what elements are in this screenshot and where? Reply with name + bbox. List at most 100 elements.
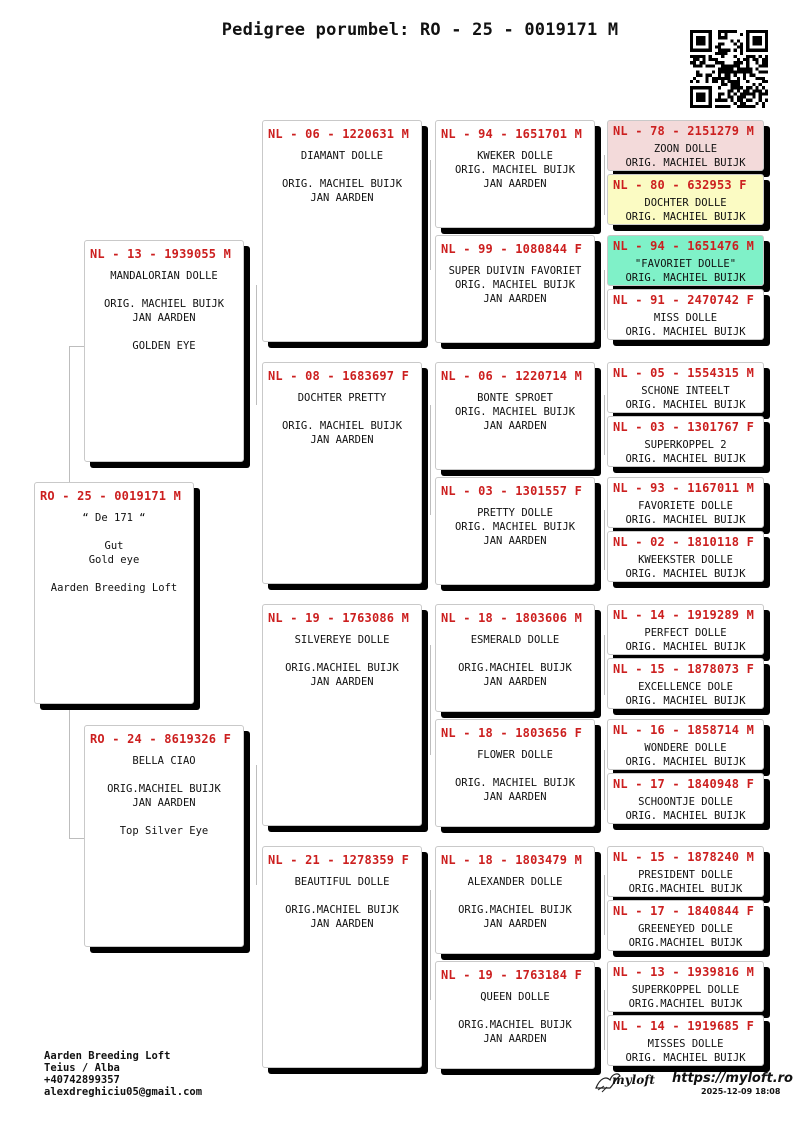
pedigree-card-gen3[interactable]: NL - 03 - 1301557 F PRETTY DOLLE ORIG. M…	[435, 477, 595, 585]
pedigree-card-gen3[interactable]: NL - 18 - 1803479 M ALEXANDER DOLLE ORIG…	[435, 846, 595, 954]
connector-line	[604, 990, 605, 1050]
ring-number: NL - 05 - 1554315 M	[613, 366, 755, 380]
pigeon-info: EXCELLENCE DOLE ORIG. MACHIEL BUIJK	[625, 681, 746, 707]
pigeon-info: DOCHTER DOLLE ORIG. MACHIEL BUIJK	[625, 197, 746, 223]
pigeon-info: “ De 171 “ Gut Gold eye Aarden Breeding …	[50, 512, 178, 594]
pedigree-card-gen2[interactable]: NL - 06 - 1220631 M DIAMANT DOLLE ORIG. …	[262, 120, 422, 342]
ring-number: NL - 16 - 1858714 M	[613, 723, 755, 737]
connector-line	[430, 160, 431, 270]
pigeon-logo-icon	[595, 1073, 621, 1093]
connector-line	[604, 155, 605, 215]
ring-number: NL - 94 - 1651476 M	[613, 239, 755, 253]
ring-number: NL - 06 - 1220714 M	[441, 369, 583, 383]
pigeon-info: FAVORIETE DOLLE ORIG. MACHIEL BUIJK	[625, 500, 746, 526]
qr-code-icon	[690, 30, 768, 108]
pedigree-card-gen4[interactable]: NL - 93 - 1167011 M FAVORIETE DOLLE ORIG…	[607, 477, 764, 528]
pedigree-card-subject[interactable]: RO - 25 - 0019171 M “ De 171 “ Gut Gold …	[34, 482, 194, 704]
ring-number: NL - 02 - 1810118 F	[613, 535, 755, 549]
pedigree-card-gen4[interactable]: NL - 02 - 1810118 F KWEEKSTER DOLLE ORIG…	[607, 531, 764, 582]
ring-number: NL - 15 - 1878240 M	[613, 850, 755, 864]
ring-number: RO - 25 - 0019171 M	[40, 489, 182, 503]
pigeon-info: BONTE SPROET ORIG. MACHIEL BUIJK JAN AAR…	[454, 392, 576, 432]
pigeon-info: FLOWER DOLLE ORIG. MACHIEL BUIJK JAN AAR…	[454, 749, 576, 803]
pigeon-info: BEAUTIFUL DOLLE ORIG.MACHIEL BUIJK JAN A…	[285, 876, 399, 930]
pedigree-card-gen3[interactable]: NL - 18 - 1803656 F FLOWER DOLLE ORIG. M…	[435, 719, 595, 827]
ring-number: NL - 80 - 632953 F	[613, 178, 747, 192]
pigeon-info: ZOON DOLLE ORIG. MACHIEL BUIJK	[625, 143, 746, 169]
pedigree-card-dam[interactable]: RO - 24 - 8619326 F BELLA CIAO ORIG.MACH…	[84, 725, 244, 947]
pedigree-card-gen3[interactable]: NL - 06 - 1220714 M BONTE SPROET ORIG. M…	[435, 362, 595, 470]
pedigree-card-gen4[interactable]: NL - 14 - 1919289 M PERFECT DOLLE ORIG. …	[607, 604, 764, 655]
connector-line	[256, 765, 257, 885]
pedigree-card-gen4[interactable]: NL - 05 - 1554315 M SCHONE INTEELT ORIG.…	[607, 362, 764, 413]
ring-number: NL - 13 - 1939055 M	[90, 247, 232, 261]
ring-number: NL - 94 - 1651701 M	[441, 127, 583, 141]
pigeon-info: PERFECT DOLLE ORIG. MACHIEL BUIJK	[625, 627, 746, 653]
pigeon-info: SCHOONTJE DOLLE ORIG. MACHIEL BUIJK	[625, 796, 746, 822]
pedigree-card-gen3[interactable]: NL - 19 - 1763184 F QUEEN DOLLE ORIG.MAC…	[435, 961, 595, 1069]
pigeon-info: SCHONE INTEELT ORIG. MACHIEL BUIJK	[625, 385, 746, 411]
connector-line	[69, 838, 85, 839]
pigeon-info: GREENEYED DOLLE ORIG.MACHIEL BUIJK	[628, 923, 743, 949]
pedigree-card-gen4[interactable]: NL - 78 - 2151279 M ZOON DOLLE ORIG. MAC…	[607, 120, 764, 171]
ring-number: NL - 03 - 1301767 F	[613, 420, 755, 434]
connector-line	[604, 875, 605, 935]
pigeon-info: DIAMANT DOLLE ORIG. MACHIEL BUIJK JAN AA…	[281, 150, 403, 204]
pigeon-info: KWEKER DOLLE ORIG. MACHIEL BUIJK JAN AAR…	[454, 150, 576, 190]
pedigree-card-gen4[interactable]: NL - 13 - 1939816 M SUPERKOPPEL DOLLE OR…	[607, 961, 764, 1012]
pedigree-card-gen4[interactable]: NL - 15 - 1878073 F EXCELLENCE DOLE ORIG…	[607, 658, 764, 709]
ring-number: NL - 17 - 1840844 F	[613, 904, 755, 918]
pedigree-card-gen2[interactable]: NL - 08 - 1683697 F DOCHTER PRETTY ORIG.…	[262, 362, 422, 584]
pigeon-info: KWEEKSTER DOLLE ORIG. MACHIEL BUIJK	[625, 554, 746, 580]
ring-number: NL - 18 - 1803656 F	[441, 726, 583, 740]
pigeon-info: ESMERALD DOLLE ORIG.MACHIEL BUIJK JAN AA…	[458, 634, 572, 688]
owner-contact: Aarden Breeding Loft Teius / Alba +40742…	[44, 1050, 203, 1098]
pigeon-info: SILVEREYE DOLLE ORIG.MACHIEL BUIJK JAN A…	[285, 634, 399, 688]
pigeon-info: "FAVORIET DOLLE" ORIG. MACHIEL BUIJK	[625, 258, 746, 284]
connector-line	[604, 635, 605, 695]
ring-number: NL - 78 - 2151279 M	[613, 124, 755, 138]
ring-number: NL - 99 - 1080844 F	[441, 242, 583, 256]
pedigree-card-gen2[interactable]: NL - 21 - 1278359 F BEAUTIFUL DOLLE ORIG…	[262, 846, 422, 1068]
pedigree-card-gen2[interactable]: NL - 19 - 1763086 M SILVEREYE DOLLE ORIG…	[262, 604, 422, 826]
pedigree-card-gen4[interactable]: NL - 14 - 1919685 F MISSES DOLLE ORIG. M…	[607, 1015, 764, 1066]
ring-number: NL - 19 - 1763184 F	[441, 968, 583, 982]
ring-number: NL - 15 - 1878073 F	[613, 662, 755, 676]
pedigree-card-gen3[interactable]: NL - 94 - 1651701 M KWEKER DOLLE ORIG. M…	[435, 120, 595, 228]
ring-number: NL - 21 - 1278359 F	[268, 853, 410, 867]
connector-line	[430, 890, 431, 1000]
connector-line	[430, 405, 431, 515]
pigeon-info: PRESIDENT DOLLE ORIG.MACHIEL BUIJK	[628, 869, 743, 895]
ring-number: NL - 18 - 1803479 M	[441, 853, 583, 867]
pigeon-info: DOCHTER PRETTY ORIG. MACHIEL BUIJK JAN A…	[281, 392, 403, 446]
connector-line	[604, 395, 605, 455]
pigeon-info: PRETTY DOLLE ORIG. MACHIEL BUIJK JAN AAR…	[454, 507, 576, 547]
pedigree-card-gen4[interactable]: NL - 80 - 632953 F DOCHTER DOLLE ORIG. M…	[607, 174, 764, 225]
pedigree-card-gen4[interactable]: NL - 15 - 1878240 M PRESIDENT DOLLE ORIG…	[607, 846, 764, 897]
pedigree-card-gen4[interactable]: NL - 03 - 1301767 F SUPERKOPPEL 2 ORIG. …	[607, 416, 764, 467]
pigeon-info: SUPERKOPPEL DOLLE ORIG.MACHIEL BUIJK	[628, 984, 743, 1010]
site-link[interactable]: https://myloft.ro	[672, 1071, 793, 1086]
ring-number: NL - 14 - 1919289 M	[613, 608, 755, 622]
ring-number: NL - 19 - 1763086 M	[268, 611, 410, 625]
pedigree-card-gen4[interactable]: NL - 17 - 1840948 F SCHOONTJE DOLLE ORIG…	[607, 773, 764, 824]
ring-number: NL - 91 - 2470742 F	[613, 293, 755, 307]
page-title: Pedigree porumbel: RO - 25 - 0019171 M	[221, 20, 619, 40]
generated-timestamp: 2025-12-09 18:08	[701, 1087, 781, 1096]
pedigree-card-gen3[interactable]: NL - 18 - 1803606 M ESMERALD DOLLE ORIG.…	[435, 604, 595, 712]
ring-number: NL - 93 - 1167011 M	[613, 481, 755, 495]
pigeon-info: MANDALORIAN DOLLE ORIG. MACHIEL BUIJK JA…	[103, 270, 225, 352]
pedigree-card-gen3[interactable]: NL - 99 - 1080844 F SUPER DUIVIN FAVORIE…	[435, 235, 595, 343]
pedigree-card-gen4[interactable]: NL - 16 - 1858714 M WONDERE DOLLE ORIG. …	[607, 719, 764, 770]
connector-line	[604, 750, 605, 810]
connector-line	[430, 645, 431, 755]
ring-number: NL - 08 - 1683697 F	[268, 369, 410, 383]
pedigree-card-gen4[interactable]: NL - 91 - 2470742 F MISS DOLLE ORIG. MAC…	[607, 289, 764, 340]
pigeon-info: ALEXANDER DOLLE ORIG.MACHIEL BUIJK JAN A…	[458, 876, 572, 930]
pigeon-info: MISSES DOLLE ORIG. MACHIEL BUIJK	[625, 1038, 746, 1064]
ring-number: NL - 17 - 1840948 F	[613, 777, 755, 791]
pigeon-info: MISS DOLLE ORIG. MACHIEL BUIJK	[625, 312, 746, 338]
pedigree-card-gen4[interactable]: NL - 17 - 1840844 F GREENEYED DOLLE ORIG…	[607, 900, 764, 951]
pedigree-card-sire[interactable]: NL - 13 - 1939055 M MANDALORIAN DOLLE OR…	[84, 240, 244, 462]
pedigree-card-gen4[interactable]: NL - 94 - 1651476 M "FAVORIET DOLLE" ORI…	[607, 235, 764, 286]
